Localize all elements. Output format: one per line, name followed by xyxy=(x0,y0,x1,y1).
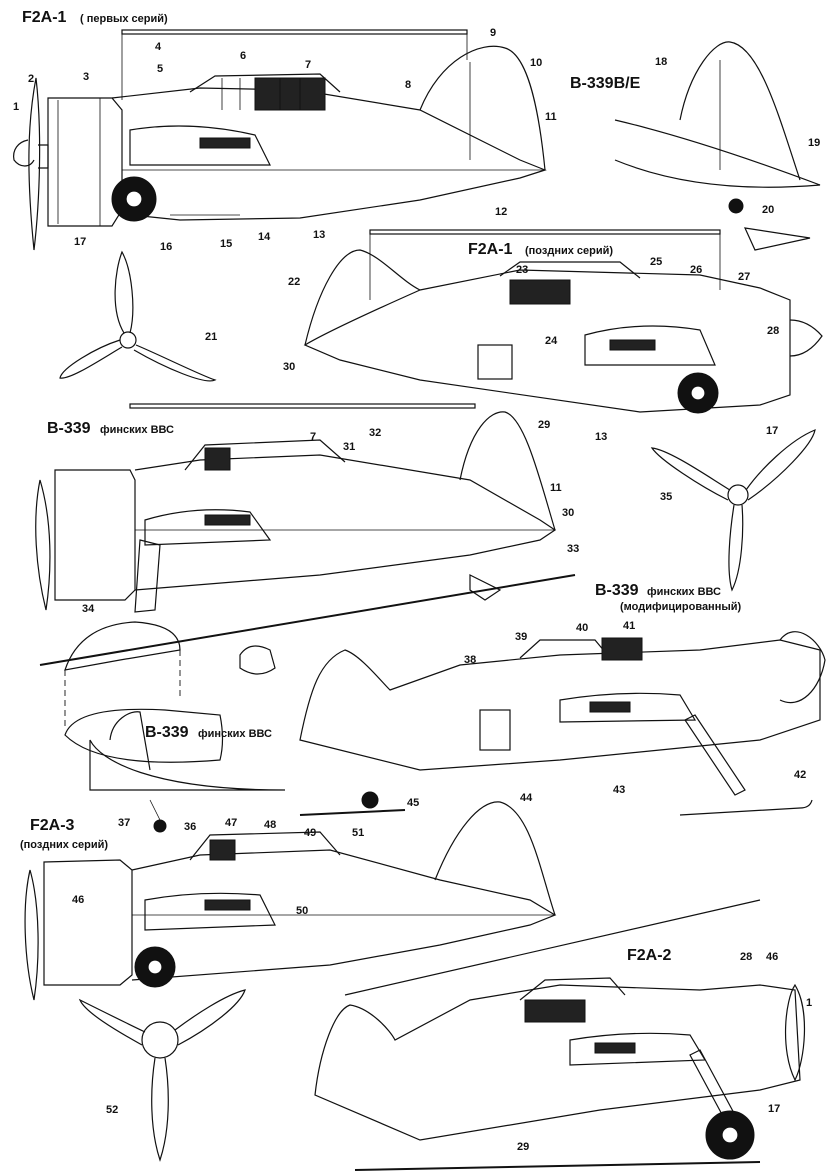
title-b339-finnish-note: финских ВВС xyxy=(100,424,174,436)
title-b339-finnish-mod-note: финских ВВС xyxy=(647,586,721,598)
callout: 16 xyxy=(160,241,172,253)
three-blade-propeller-front-view-21 xyxy=(59,250,217,382)
callout: 35 xyxy=(660,491,672,503)
callout: 8 xyxy=(405,79,411,91)
title-f2a3-late: F2A-3 xyxy=(30,817,75,834)
title-b339-finnish: B-339 xyxy=(47,420,91,437)
callout: 26 xyxy=(690,264,702,276)
callout: 6 xyxy=(240,50,246,62)
three-blade-propeller-front-view-52 xyxy=(78,989,246,1162)
callout: 13 xyxy=(595,431,607,443)
callout: 41 xyxy=(623,620,635,632)
callout: 15 xyxy=(220,238,232,250)
callout: 11 xyxy=(550,482,562,494)
callout: 46 xyxy=(72,894,84,906)
f2a2-side-view xyxy=(314,899,806,1171)
callout: 30 xyxy=(283,361,295,373)
callout: 11 xyxy=(545,111,557,123)
callout: 1 xyxy=(806,997,812,1009)
callout: 5 xyxy=(157,63,163,75)
callout-numbers: 1 2 3 4 5 6 7 8 9 10 11 12 13 14 15 16 1… xyxy=(13,27,820,1153)
callout: 46 xyxy=(766,951,778,963)
title-b339-finnish-mod-note2: (модифицированный) xyxy=(620,601,742,613)
callout: 45 xyxy=(407,797,419,809)
callout: 42 xyxy=(794,769,806,781)
b339-finnish-side-view xyxy=(35,403,557,613)
callout: 48 xyxy=(264,819,276,831)
b339be-tail-view xyxy=(614,41,821,251)
callout: 17 xyxy=(766,425,778,437)
callout: 33 xyxy=(567,543,579,555)
callout: 7 xyxy=(310,431,316,443)
callout: 22 xyxy=(288,276,300,288)
callout: 32 xyxy=(369,427,381,439)
callout: 44 xyxy=(520,792,533,804)
callout: 1 xyxy=(13,101,19,113)
callout: 14 xyxy=(258,231,271,243)
callout: 52 xyxy=(106,1104,118,1116)
callout: 17 xyxy=(74,236,86,248)
callout: 20 xyxy=(762,204,774,216)
title-f2a3-late-note: (поздних серий) xyxy=(20,839,108,851)
callout: 49 xyxy=(304,827,316,839)
ski-and-ground-detail xyxy=(39,574,576,763)
callout: 21 xyxy=(205,331,217,343)
callout: 39 xyxy=(515,631,527,643)
title-b339be: B-339B/E xyxy=(570,75,641,92)
callout: 10 xyxy=(530,57,542,69)
f2a1-late-side-view xyxy=(303,229,823,414)
callout: 19 xyxy=(808,137,820,149)
callout: 34 xyxy=(82,603,95,615)
three-blade-propeller-front-view-35 xyxy=(650,429,816,592)
title-b339-finnish-mod: B-339 xyxy=(595,582,639,599)
callout: 18 xyxy=(655,56,667,68)
callout: 28 xyxy=(767,325,779,337)
callout: 47 xyxy=(225,817,237,829)
callout: 28 xyxy=(740,951,752,963)
callout: 51 xyxy=(352,827,364,839)
f2a1-early-side-view xyxy=(13,29,547,251)
callout: 23 xyxy=(516,264,528,276)
callout: 7 xyxy=(305,59,311,71)
title-f2a1-early-note: ( первых серий) xyxy=(80,13,168,25)
callout: 36 xyxy=(184,821,196,833)
callout: 30 xyxy=(562,507,574,519)
title-f2a2: F2A-2 xyxy=(627,947,672,964)
callout: 17 xyxy=(768,1103,780,1115)
title-b339-finnish-tail-note: финских ВВС xyxy=(198,728,272,740)
callout: 43 xyxy=(613,784,625,796)
title-b339-finnish-tail: B-339 xyxy=(145,724,189,741)
callout: 29 xyxy=(538,419,550,431)
callout: 12 xyxy=(495,206,507,218)
f2a3-late-side-view xyxy=(24,801,557,1001)
title-f2a1-early: F2A-1 xyxy=(22,9,67,26)
callout: 25 xyxy=(650,256,662,268)
callout: 9 xyxy=(490,27,496,39)
b339-finnish-modified-side-view xyxy=(299,631,826,816)
callout: 50 xyxy=(296,905,308,917)
callout: 38 xyxy=(464,654,476,666)
callout: 3 xyxy=(83,71,89,83)
title-f2a1-late: F2A-1 xyxy=(468,241,513,258)
callout: 29 xyxy=(517,1141,529,1153)
title-f2a1-late-note: (поздних серий) xyxy=(525,245,613,257)
callout: 4 xyxy=(155,41,162,53)
callout: 2 xyxy=(28,73,34,85)
callout: 40 xyxy=(576,622,588,634)
callout: 24 xyxy=(545,335,558,347)
callout: 37 xyxy=(118,817,130,829)
callout: 31 xyxy=(343,441,355,453)
callout: 13 xyxy=(313,229,325,241)
b339-finnish-tail-detail xyxy=(89,711,286,833)
callout: 27 xyxy=(738,271,750,283)
